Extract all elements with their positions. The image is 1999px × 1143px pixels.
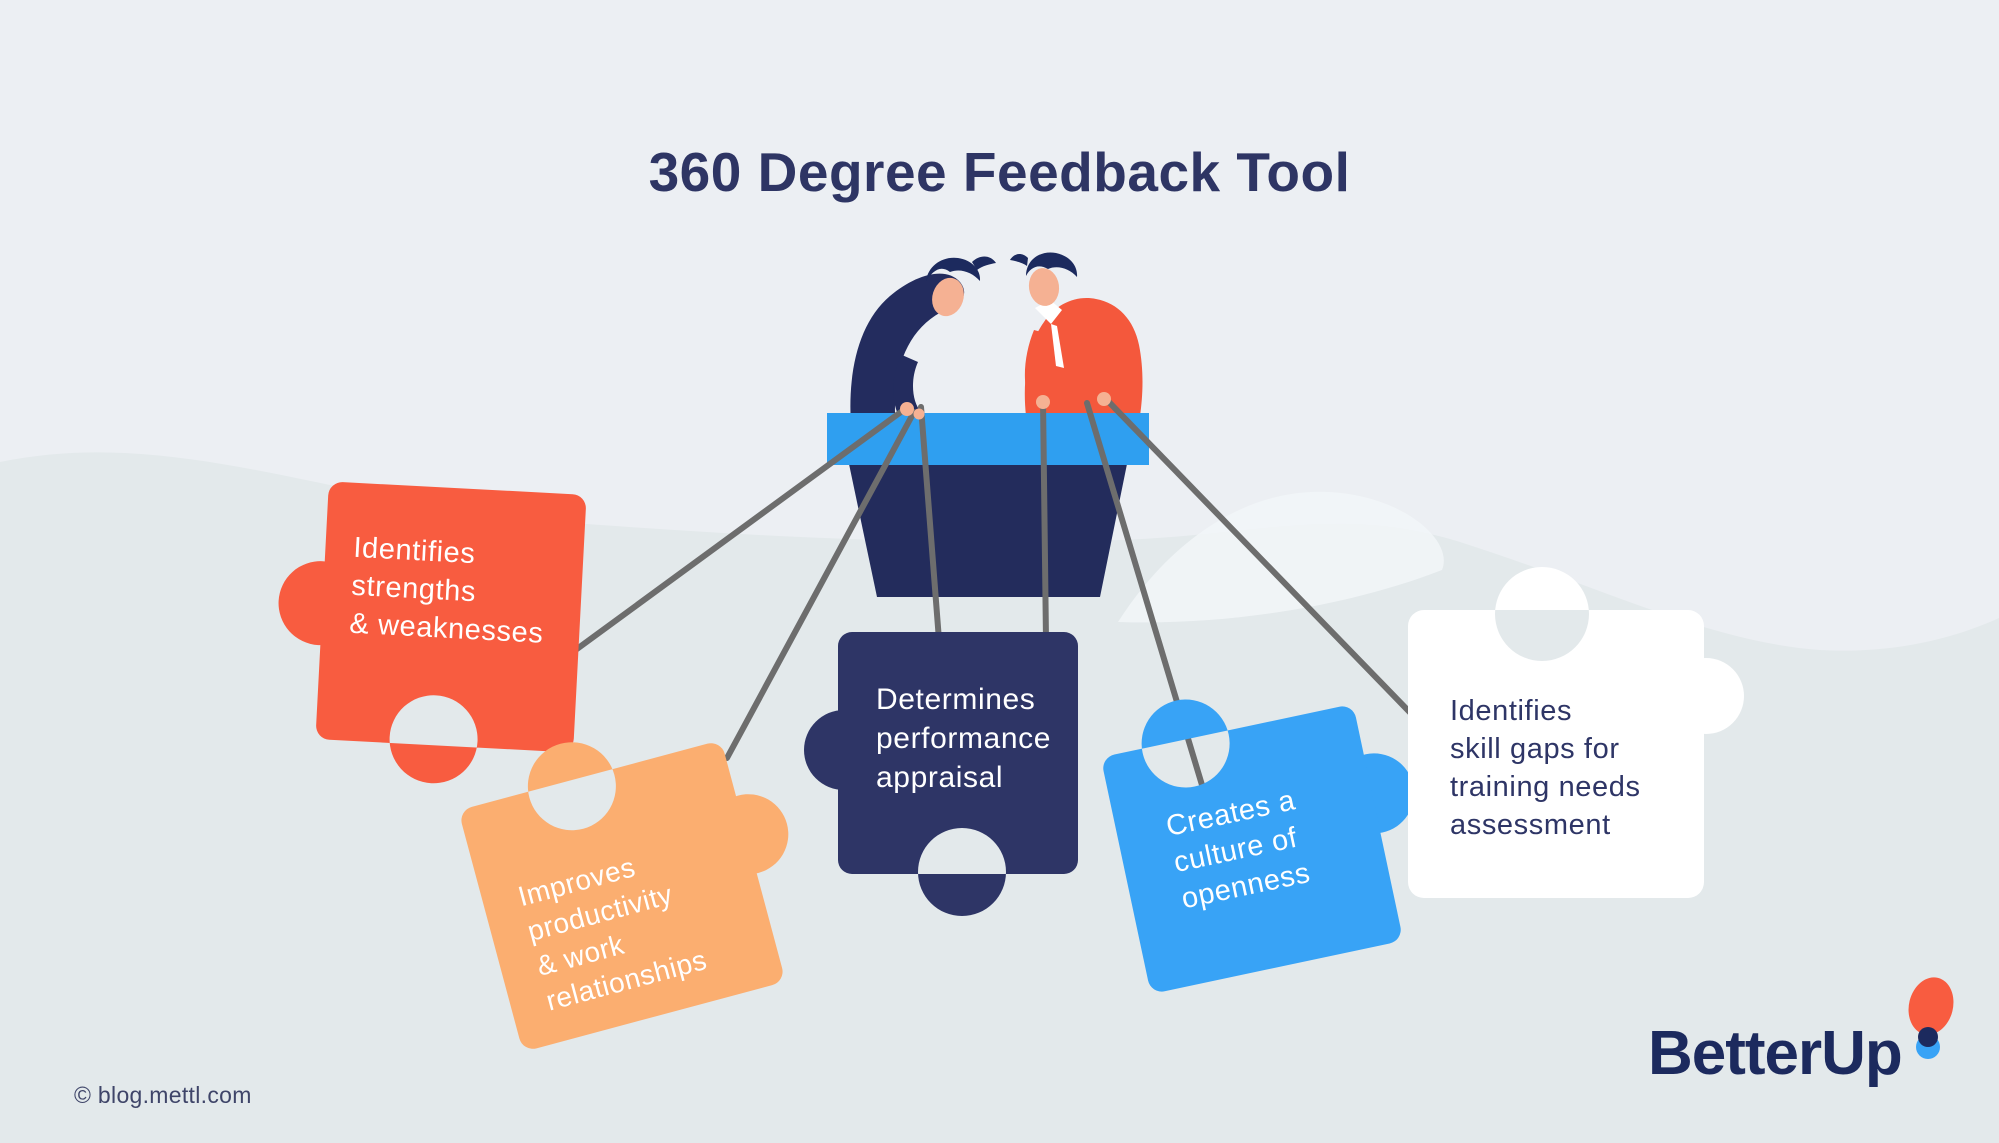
person-right-arm-left: [1024, 330, 1056, 410]
person-left-face: [932, 277, 964, 317]
person-left-arm: [893, 355, 921, 424]
puzzle-shape-skillgaps: [1408, 567, 1744, 898]
person-right-collar: [1035, 300, 1062, 324]
string-to-skillgaps-piece: [1103, 396, 1431, 734]
label-line: appraisal: [876, 761, 1004, 794]
puzzle-body: [1103, 699, 1401, 992]
puzzle-body: [461, 742, 783, 1049]
page-title: 360 Degree Feedback Tool: [648, 141, 1351, 203]
hands: [900, 392, 1111, 420]
label-line: Determines: [876, 683, 1036, 716]
string-to-appraisal-piece-left: [918, 404, 942, 643]
puppet-strings: [563, 396, 1431, 798]
credit-text: © blog.mettl.com: [74, 1082, 252, 1108]
person-left-hand: [900, 402, 914, 416]
person-right-hand-left: [1036, 395, 1050, 409]
puzzle-shape-strengths: [278, 482, 586, 784]
puzzle-shape-appraisal: [804, 632, 1078, 916]
background-highlight-wave: [1118, 491, 1444, 623]
logo-orange-blob: [1908, 977, 1954, 1035]
string-to-appraisal-piece-right: [1040, 397, 1049, 643]
label-line: skill gaps for: [1450, 733, 1620, 765]
puzzle-piece-skill-gaps: Identifies skill gaps for training needs…: [1408, 567, 1744, 898]
puzzle-shape-openness: [1103, 699, 1415, 992]
person-left-hair-flick: [972, 256, 996, 270]
puzzle-piece-performance-appraisal: Determines performance appraisal: [804, 632, 1078, 916]
puzzle-piece-productivity-relationships: Improves productivity & work relationshi…: [458, 740, 789, 1052]
puzzle-body: [1408, 567, 1704, 898]
person-right-face: [1028, 268, 1060, 306]
betterup-logo-mark-icon: [1908, 977, 1954, 1059]
betterup-logo: BetterUp: [1648, 977, 1968, 1128]
betterup-wordmark: BetterUp: [1648, 1019, 1903, 1088]
puzzle-piece-strengths-weaknesses: Identifies strengths & weaknesses: [278, 481, 586, 784]
person-right-placket: [1051, 324, 1064, 368]
puzzle-label-appraisal: Determines performance appraisal: [876, 680, 1051, 797]
person-right-hand-right: [1097, 392, 1111, 406]
person-right-hair-flick: [1010, 254, 1028, 266]
person-left-hair: [926, 257, 981, 281]
string-to-productivity-piece: [724, 409, 917, 761]
person-right-hair: [1026, 252, 1078, 277]
puzzle-body: [838, 632, 1078, 916]
label-line: performance: [876, 722, 1052, 755]
label-line: training needs: [1450, 771, 1641, 803]
puzzle-label-skillgaps: Identifies skill gaps for training needs…: [1450, 692, 1641, 844]
logo-navy-dot: [1918, 1027, 1938, 1047]
puzzle-shape-productivity: [461, 742, 789, 1049]
desk: [827, 413, 1149, 597]
puzzle-label-strengths: Identifies strengths & weaknesses: [349, 529, 549, 653]
person-right: [1010, 252, 1143, 416]
label-line: assessment: [1450, 809, 1611, 841]
puzzle-body: [316, 482, 586, 784]
puzzle-piece-culture-openness: Creates a culture of openness: [1101, 699, 1415, 994]
desk-body: [849, 464, 1127, 597]
string-to-strengths-piece: [563, 406, 908, 660]
label-line: Identifies: [1450, 695, 1573, 727]
person-left-hand-2: [913, 408, 925, 420]
